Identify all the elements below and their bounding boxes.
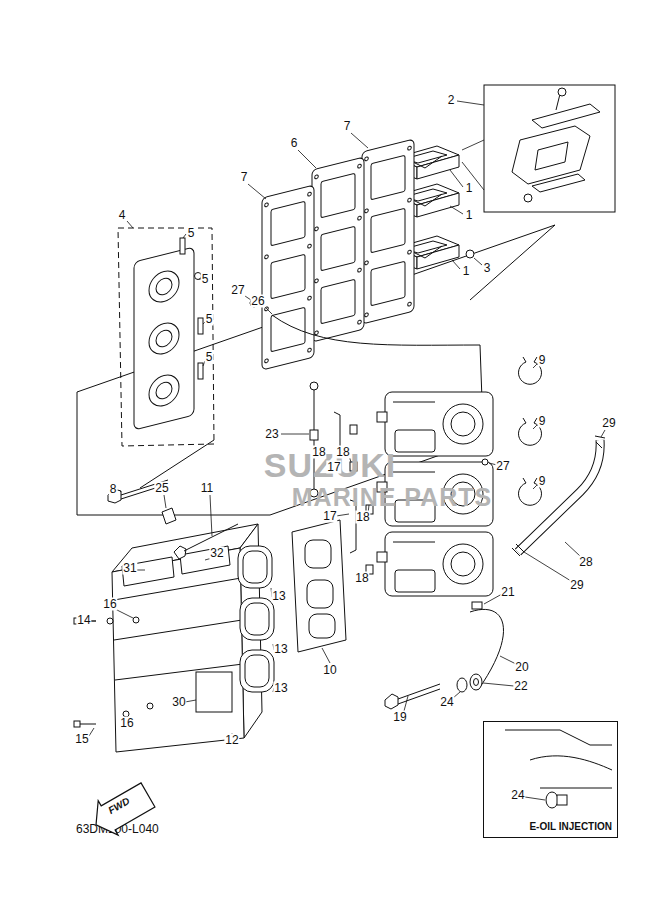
callout-number: 9 xyxy=(538,415,547,428)
callout-number: 2 xyxy=(447,94,456,107)
callout-number: 11 xyxy=(200,482,214,495)
callout-number: 8 xyxy=(109,483,118,496)
callout-number: 7 xyxy=(240,171,249,184)
callout-number: 15 xyxy=(74,733,89,746)
callout-number: 32 xyxy=(209,547,224,560)
callout-number: 18 xyxy=(311,446,326,459)
callout-number: 20 xyxy=(514,661,529,674)
callout-number: 25 xyxy=(154,482,169,495)
callout-number: 27 xyxy=(495,460,510,473)
callout-number: 30 xyxy=(171,696,186,709)
callout-number: 10 xyxy=(322,664,337,677)
callout-number: 4 xyxy=(118,209,127,222)
callout-number: 1 xyxy=(465,182,474,195)
callout-number: 6 xyxy=(290,137,299,150)
inset-title: E-OIL INJECTION xyxy=(529,821,612,833)
callout-number: 12 xyxy=(224,734,239,747)
callout-number: 5 xyxy=(205,313,214,326)
callout-number: 13 xyxy=(273,643,288,656)
callout-number: 9 xyxy=(538,475,547,488)
callout-number: 5 xyxy=(205,351,214,364)
callout-number: 7 xyxy=(343,120,352,133)
callout-number: 3 xyxy=(483,262,492,275)
callout-number: 18 xyxy=(355,511,370,524)
callout-number: 24 xyxy=(439,696,454,709)
callout-number: 9 xyxy=(538,354,547,367)
callout-number: 17 xyxy=(326,461,341,474)
callout-number: 24 xyxy=(510,789,525,802)
inset-box: E-OIL INJECTION xyxy=(483,721,618,838)
callout-number: 17 xyxy=(322,510,337,523)
callout-number: 13 xyxy=(271,590,286,603)
callout-number: 31 xyxy=(122,562,137,575)
callout-number: 21 xyxy=(500,586,515,599)
callout-number: 16 xyxy=(119,717,134,730)
callout-number: 1 xyxy=(462,265,471,278)
watermark: MARINE PARTS xyxy=(291,484,493,511)
callout-number: 19 xyxy=(392,711,407,724)
callout-number: 5 xyxy=(187,227,196,240)
callout-number: 14 xyxy=(76,614,91,627)
callout-number: 22 xyxy=(513,680,528,693)
callout-number: 13 xyxy=(273,682,288,695)
callout-number: 26 xyxy=(250,295,265,308)
callout-number: 1 xyxy=(465,209,474,222)
callout-number: 18 xyxy=(354,572,369,585)
callout-number: 23 xyxy=(264,428,279,441)
callout-number: 29 xyxy=(569,579,584,592)
callout-number: 27 xyxy=(230,284,245,297)
callout-number: 28 xyxy=(578,556,593,569)
callout-number: 5 xyxy=(201,273,210,286)
callout-number: 18 xyxy=(335,446,350,459)
callout-number: 29 xyxy=(601,417,616,430)
callout-number: 16 xyxy=(102,598,117,611)
